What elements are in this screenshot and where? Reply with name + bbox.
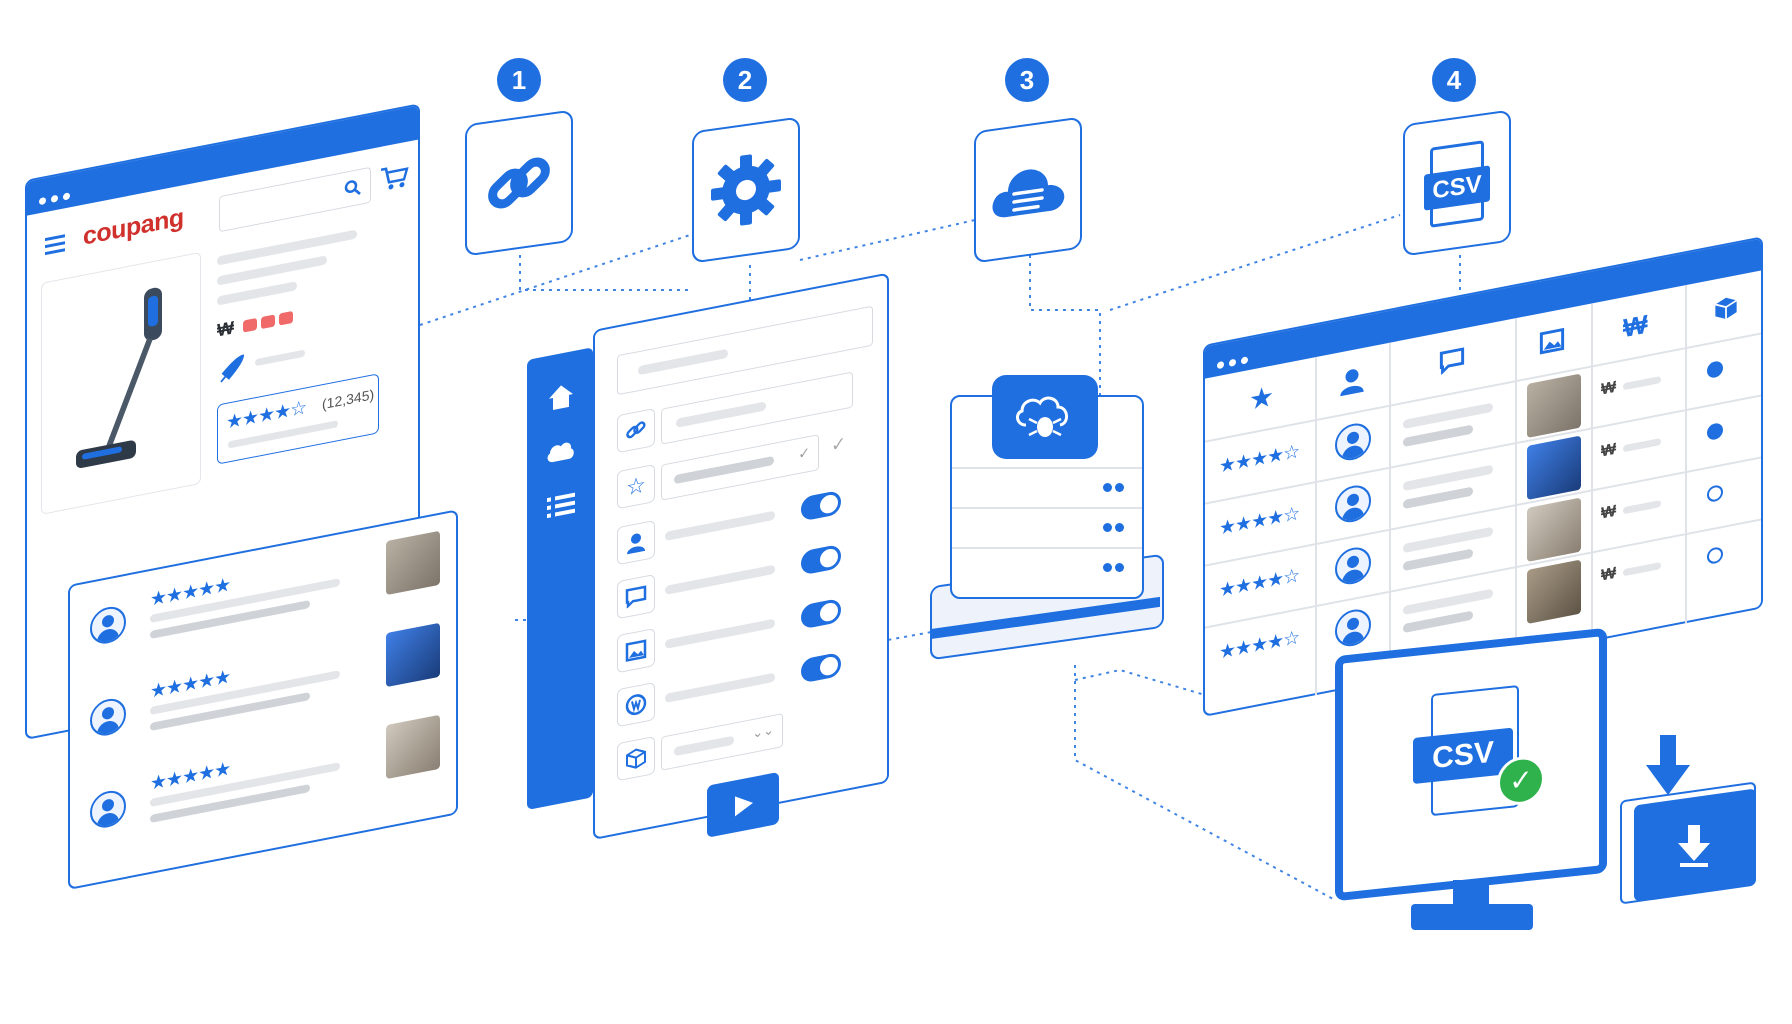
download-icon bbox=[1678, 825, 1710, 867]
rocket-delivery-icon bbox=[220, 354, 245, 383]
won-icon: ₩ bbox=[1623, 308, 1648, 344]
product-desc-bar bbox=[217, 281, 297, 306]
download-folder bbox=[1620, 735, 1760, 905]
vacuum-cleaner-icon bbox=[76, 287, 162, 469]
cloud-bug-icon bbox=[1016, 396, 1068, 437]
shop-logo: coupang bbox=[83, 203, 184, 251]
image-toggle[interactable] bbox=[801, 597, 841, 630]
monitor: CSV ✓ bbox=[1335, 627, 1607, 942]
step-2-gear-box bbox=[692, 116, 800, 264]
image-icon bbox=[617, 627, 655, 674]
chat-icon bbox=[1439, 347, 1465, 376]
monitor-neck bbox=[1453, 880, 1489, 908]
search-icon bbox=[344, 180, 361, 195]
window-dots bbox=[1217, 349, 1253, 374]
config-sidebar bbox=[527, 347, 593, 810]
price-currency: ₩ bbox=[217, 317, 234, 341]
step-2-badge: 2 bbox=[723, 58, 767, 102]
review-avatar bbox=[90, 787, 126, 831]
csv-file-icon: CSV bbox=[1424, 139, 1490, 228]
server-status-dots bbox=[1103, 519, 1124, 537]
chat-toggle[interactable] bbox=[801, 543, 841, 576]
chat-option-bar bbox=[665, 564, 775, 596]
rating-select[interactable]: ✓ bbox=[661, 434, 819, 501]
product-title-bar bbox=[217, 229, 357, 266]
monitor-screen: CSV ✓ bbox=[1335, 627, 1607, 902]
user-icon bbox=[617, 519, 655, 566]
review-avatar bbox=[90, 603, 126, 647]
cloud-icon[interactable] bbox=[545, 437, 575, 465]
review-photo bbox=[386, 622, 440, 688]
check-icon: ✓ bbox=[831, 432, 847, 456]
star-icon: ★ bbox=[1249, 380, 1275, 417]
user-icon bbox=[1340, 369, 1364, 397]
chevron-down-icon: ⌄⌄ bbox=[752, 721, 774, 742]
review-avatar bbox=[90, 695, 126, 739]
price-option-bar bbox=[665, 672, 775, 704]
gear-icon bbox=[711, 154, 781, 226]
results-table-window: ★ ₩ ★★★★☆ ₩ ★★★★☆ ₩ ★★★★☆ ₩ ★★★★☆ ₩ bbox=[1203, 236, 1763, 717]
user-toggle[interactable] bbox=[801, 489, 841, 522]
server-stack bbox=[930, 375, 1170, 675]
price-tags bbox=[243, 310, 293, 338]
box-icon bbox=[617, 735, 655, 782]
download-arrow-icon bbox=[1646, 735, 1690, 795]
search-input[interactable] bbox=[219, 166, 371, 233]
image-option-bar bbox=[665, 618, 775, 650]
shop-window: coupang ₩ ★★★★☆ (12,345) bbox=[25, 103, 420, 740]
step-3-badge: 3 bbox=[1005, 58, 1049, 102]
delivery-bar bbox=[255, 349, 305, 367]
link-icon bbox=[617, 407, 655, 454]
run-button[interactable] bbox=[707, 771, 779, 838]
link-icon bbox=[488, 157, 550, 209]
step-4-badge: 4 bbox=[1432, 58, 1476, 102]
step-4-csv-box: CSV bbox=[1403, 109, 1511, 257]
rating-card: ★★★★☆ (12,345) bbox=[217, 373, 379, 465]
play-icon bbox=[735, 796, 753, 817]
box-select[interactable]: ⌄⌄ bbox=[661, 713, 783, 771]
image-icon bbox=[1539, 327, 1565, 355]
user-option-bar bbox=[665, 510, 775, 542]
window-dots bbox=[39, 185, 75, 210]
step-1-link-box bbox=[465, 109, 573, 257]
server-status-dots bbox=[1103, 479, 1124, 497]
menu-icon[interactable] bbox=[45, 234, 65, 256]
cloud-list-icon bbox=[992, 169, 1065, 218]
chat-icon bbox=[617, 573, 655, 620]
chevron-down-icon: ✓ bbox=[798, 443, 810, 463]
list-icon[interactable] bbox=[547, 491, 575, 520]
link-field[interactable] bbox=[661, 371, 853, 445]
star-icon: ☆ bbox=[617, 463, 655, 510]
review-photo bbox=[386, 714, 440, 780]
product-image-card bbox=[41, 251, 201, 515]
cart-icon[interactable] bbox=[379, 161, 409, 193]
review-photo bbox=[386, 530, 440, 596]
price-icon bbox=[617, 681, 655, 728]
server-status-dots bbox=[1103, 559, 1124, 577]
config-panel: ☆ ✓ ✓ ⌄⌄ bbox=[593, 272, 889, 840]
price-toggle[interactable] bbox=[801, 651, 841, 684]
home-icon[interactable] bbox=[547, 381, 575, 412]
rating-count: (12,345) bbox=[322, 386, 375, 413]
box-icon bbox=[1715, 297, 1737, 320]
step-3-cloud-box bbox=[974, 116, 1082, 264]
step-1-badge: 1 bbox=[497, 58, 541, 102]
crawler-badge bbox=[992, 375, 1098, 459]
monitor-stand bbox=[1411, 904, 1533, 930]
